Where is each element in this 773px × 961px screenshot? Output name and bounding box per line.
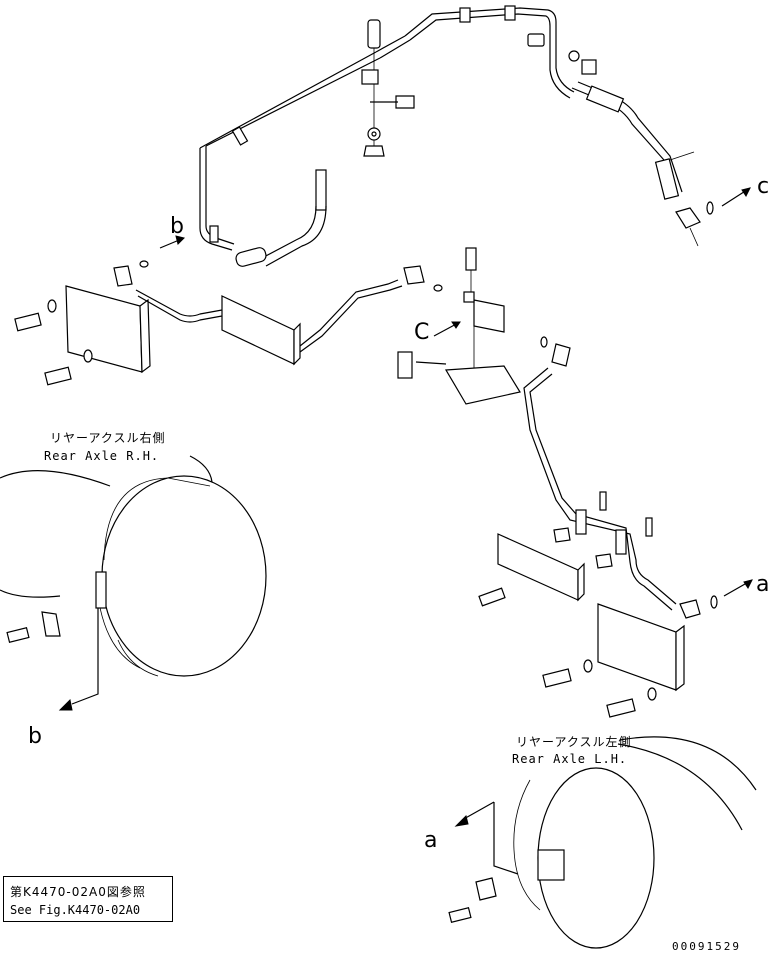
figure-reference-jp: 第K4470-02A0図参照 [10,885,146,899]
figure-reference-box: 第K4470-02A0図参照 See Fig.K4470-02A0 [3,876,173,922]
callout-b-top: b [170,214,184,239]
rear-axle-rh-en: Rear Axle R.H. [44,449,160,463]
middle-hose [113,169,327,287]
figure-reference-en: See Fig.K4470-02A0 [10,903,141,917]
rear-axle-rh-drum [0,455,267,711]
callout-c-right: c [757,174,770,199]
left-mount-brackets [14,265,443,386]
document-number: 00091529 [672,940,741,953]
callout-c-mid: C [414,320,430,345]
right-hose [527,33,751,247]
upper-pipe-assembly [199,5,575,251]
central-valve [397,247,571,405]
lower-right-pipe [478,367,753,718]
rear-axle-lh-jp: リヤーアクスル左側 [516,735,632,749]
callout-a-right: a [756,572,770,597]
rear-axle-lh-en: Rear Axle L.H. [512,752,628,766]
callout-a-lower: a [424,828,438,853]
top-clamp-stack [361,19,415,157]
rear-axle-lh-drum [448,736,757,949]
rear-axle-rh-jp: リヤーアクスル右側 [50,431,166,445]
callout-b-left: b [28,724,42,749]
